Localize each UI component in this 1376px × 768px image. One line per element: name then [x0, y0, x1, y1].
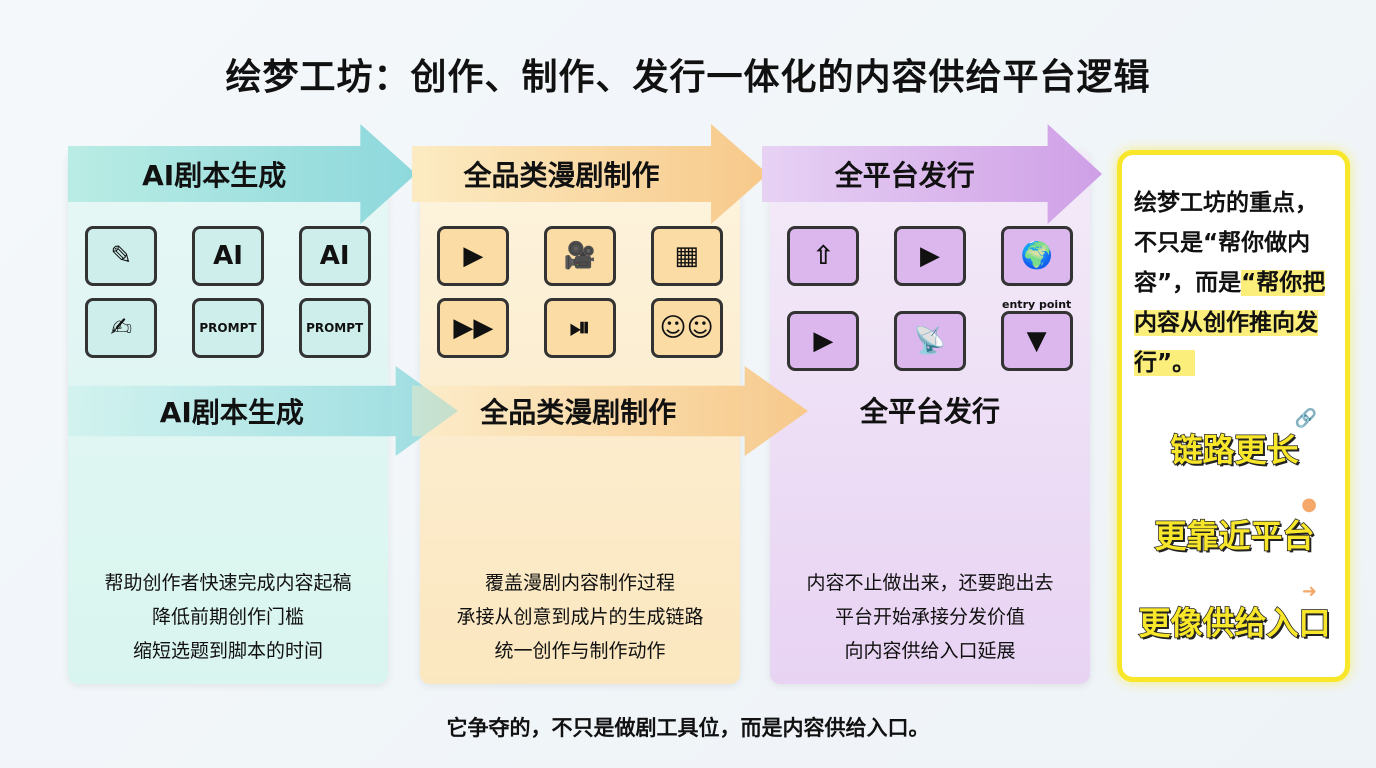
- laptop-phone-icon: ▶: [787, 311, 860, 371]
- characters-icon: ☺☺: [650, 298, 723, 358]
- entry-point-label: entry point: [1002, 298, 1072, 311]
- desc-line: 承接从创意到成片的生成链路: [456, 606, 704, 628]
- keyword-supply-entry: ➜更像供给入口: [1134, 581, 1335, 643]
- header-label: AI剧本生成: [142, 159, 287, 192]
- keyword-longer-chain: 🔗链路更长: [1134, 408, 1335, 470]
- desc-line: 向内容供给入口延展: [844, 640, 1016, 662]
- icon-glyph: ▶: [787, 311, 860, 371]
- desc-line: 统一创作与制作动作: [494, 640, 666, 662]
- icon-glyph: 📡: [893, 311, 966, 371]
- icon-glyph: AI: [191, 226, 264, 286]
- header-label: 全平台发行: [834, 159, 975, 192]
- icon-glyph: ▶: [437, 226, 510, 286]
- funnel-icon: entry point▼: [1000, 298, 1073, 371]
- icon-grid: ▶ 🎥 ▦ ▶▶ ⏯ ☺☺: [420, 226, 740, 358]
- desc-line: 缩短选题到脚本的时间: [132, 640, 323, 662]
- desc-line: 覆盖漫剧内容制作过程: [484, 572, 675, 594]
- icon-glyph: ▶: [893, 226, 966, 286]
- desc-script: 帮助创作者快速完成内容起稿 降低前期创作门槛 缩短选题到脚本的时间: [68, 566, 388, 668]
- desc-line: 帮助创作者快速完成内容起稿: [104, 572, 352, 594]
- icon-glyph: ▼: [1000, 311, 1073, 371]
- keyword-list: 🔗链路更长 ●更靠近平台 ➜更像供给入口: [1134, 383, 1335, 667]
- chain-link-icon: 🔗: [1294, 407, 1317, 429]
- icon-grid: ✎ AI AI ✍ PROMPT PROMPT: [68, 226, 388, 358]
- desc-line: 平台开始承接分发价值: [834, 606, 1025, 628]
- desc-distribution: 内容不止做出来，还要跑出去 平台开始承接分发价值 向内容供给入口延展: [770, 566, 1090, 668]
- mid-label-distribution: 全平台发行: [859, 395, 1000, 428]
- social-distribution-icon: ⇧: [787, 226, 860, 286]
- page-title: 绘梦工坊：创作、制作、发行一体化的内容供给平台逻辑: [225, 57, 1151, 98]
- video-camera-icon: 🎥: [543, 226, 616, 286]
- icon-glyph: ⏯: [543, 298, 616, 358]
- summary-text: 绘梦工坊的重点，不只是“帮你做内容”，而是“帮你把内容从创作推向发行”。: [1134, 183, 1335, 383]
- icon-glyph: 🌍: [1000, 226, 1073, 286]
- icon-glyph: ▦: [650, 226, 723, 286]
- keyword-closer-platform: ●更靠近平台: [1134, 494, 1335, 556]
- mid-label: 全品类漫剧制作: [480, 396, 677, 429]
- world-map-icon: 🌍: [1000, 226, 1073, 286]
- multi-device-icon: ▶: [893, 226, 966, 286]
- editing-console-icon: ⏯: [543, 298, 616, 358]
- mid-label: AI剧本生成: [159, 396, 304, 429]
- icon-grid: ⇧ ▶ 🌍 ▶ 📡 entry point▼: [770, 226, 1090, 371]
- prompt-tag-icon: PROMPT: [298, 298, 371, 358]
- broadcast-tower-icon: 📡: [893, 311, 966, 371]
- icon-glyph: PROMPT: [298, 298, 371, 358]
- icon-glyph: ☺☺: [650, 298, 723, 358]
- ai-brain-icon: AI: [298, 226, 371, 286]
- video-grid-icon: ▶▶: [437, 298, 510, 358]
- icon-glyph: ⇧: [787, 226, 860, 286]
- icon-glyph: ✍: [85, 298, 158, 358]
- document-edit-icon: ✍: [85, 298, 158, 358]
- storyboard-icon: ▦: [650, 226, 723, 286]
- bottom-caption: 它争夺的，不只是做剧工具位，而是内容供给入口。: [446, 716, 930, 740]
- keyword-label: 更靠近平台: [1154, 516, 1316, 556]
- desc-production: 覆盖漫剧内容制作过程 承接从创意到成片的生成链路 统一创作与制作动作: [420, 566, 740, 668]
- arrow-right-icon: ➜: [1301, 580, 1317, 602]
- platform-icon: ●: [1301, 494, 1317, 515]
- icon-glyph: AI: [298, 226, 371, 286]
- keyword-label: 更像供给入口: [1138, 603, 1332, 643]
- desc-line: 内容不止做出来，还要跑出去: [806, 572, 1054, 594]
- icon-glyph: ▶▶: [437, 298, 510, 358]
- prompt-tags-icon: PROMPT: [191, 298, 264, 358]
- header-label: 全品类漫剧制作: [463, 159, 660, 192]
- pen-icon: ✎: [85, 226, 158, 286]
- desc-line: 降低前期创作门槛: [151, 606, 304, 628]
- ai-chip-brain-icon: AI: [191, 226, 264, 286]
- icon-glyph: ✎: [85, 226, 158, 286]
- summary-card: 绘梦工坊的重点，不只是“帮你做内容”，而是“帮你把内容从创作推向发行”。 🔗链路…: [1117, 150, 1350, 682]
- keyword-label: 链路更长: [1170, 430, 1300, 470]
- film-play-icon: ▶: [437, 226, 510, 286]
- icon-glyph: 🎥: [543, 226, 616, 286]
- summary-plain: 绘梦工坊的重点，不只是“帮你做内容”，而是: [1134, 190, 1318, 296]
- icon-glyph: PROMPT: [191, 298, 264, 358]
